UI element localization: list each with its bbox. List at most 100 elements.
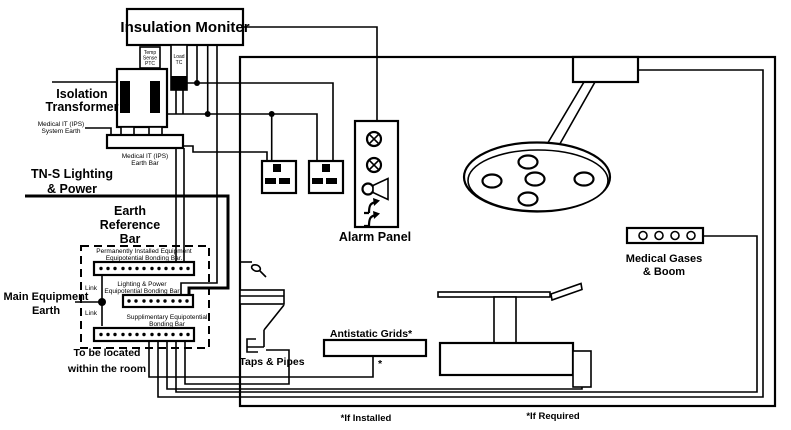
lamp-bulb <box>481 173 503 189</box>
table-side-unit <box>572 350 592 388</box>
socket2-earth-pin <box>322 164 330 172</box>
link-label-bottom: Link <box>85 310 98 317</box>
lp-bar-label-2: Equipotential Bonding Bar <box>104 288 180 295</box>
earth-ref-label-1: Earth <box>114 204 146 218</box>
temp-sense-label-1: Temp <box>144 50 156 56</box>
tap-head <box>250 263 262 273</box>
socket2-pin-right <box>326 178 337 184</box>
switch-icon-arrow <box>373 211 380 219</box>
socket1-earth-pin <box>273 164 281 172</box>
operating-lamp <box>462 141 612 213</box>
system-earth-label-2: System Earth <box>41 128 80 135</box>
alarm-panel-label: Alarm Panel <box>339 230 411 244</box>
load-tc-label-1: Load <box>173 54 184 60</box>
junction-dot-main-earth <box>98 298 106 306</box>
tns-label-2: & Power <box>47 182 97 196</box>
sink-and-pipes <box>239 263 285 353</box>
wire-socket-bus <box>167 113 318 178</box>
medical-gases-label-1: Medical Gases <box>626 253 702 265</box>
lamp-icon-cross <box>368 159 380 171</box>
sink-basin <box>239 289 285 305</box>
wire-bond-grid <box>148 340 374 378</box>
located-label-1: To be located <box>74 347 141 359</box>
switch-icon-arrow <box>373 198 380 206</box>
it-earth-bar-label-1: Medical IT (IPS) <box>122 153 168 160</box>
earth-ref-label-2: Reference <box>100 218 160 232</box>
temp-sense-label-2: Sense <box>143 56 157 62</box>
junction-dot <box>204 111 211 117</box>
wire-bond-ceiling <box>157 69 764 398</box>
medical-gases-label-2: & Boom <box>643 266 685 278</box>
operating-table <box>437 282 592 388</box>
alarm-panel-box <box>353 119 400 229</box>
lp-bar-label-1: Lighting & Power <box>117 281 167 288</box>
lamp-bulb <box>573 171 595 187</box>
load-tc-label-2: TC <box>176 60 183 66</box>
room-boundary <box>238 55 777 408</box>
antistatic-label: Antistatic Grids* <box>330 328 413 340</box>
earth-ref-label-3: Bar <box>120 232 141 246</box>
temp-sense-label-3: PTC <box>145 61 155 67</box>
isolation-transformer-label-1: Isolation <box>56 87 107 101</box>
gas-outlet <box>638 230 648 241</box>
table-headrest <box>550 282 583 302</box>
junction-dot <box>194 80 200 86</box>
lamp-icon-cross <box>368 133 380 145</box>
lamp-bulb <box>517 154 539 170</box>
junction-dots <box>98 80 275 306</box>
socket2-pin-left <box>312 178 323 184</box>
socket-outlet-2 <box>307 159 345 195</box>
gas-outlet <box>686 230 696 241</box>
antistatic-grid <box>322 338 428 358</box>
gas-outlet <box>654 230 664 241</box>
socket1-pin-left <box>265 178 276 184</box>
wire-bond-gases <box>175 235 758 393</box>
wire-loadtc-bus <box>172 82 334 174</box>
taps-pipes-label: Taps & Pipes <box>239 356 304 368</box>
drain-pipes <box>246 304 285 353</box>
wire-bond-pipes <box>184 340 290 385</box>
alarm-panel <box>353 119 400 229</box>
supp-bar-label-2: Bonding Bar <box>149 321 186 328</box>
lamp-ceiling-box <box>571 55 640 84</box>
lamp-bulb <box>524 171 546 187</box>
wire-monitor-3 <box>180 45 218 295</box>
socket1-pin-right <box>279 178 290 184</box>
gases-outlet-strip <box>625 226 705 245</box>
lamp-head-inner <box>467 149 609 212</box>
if-required-note: *If Required <box>526 411 580 422</box>
system-earth-label-1: Medical IT (IPS) <box>38 121 84 128</box>
medical-gases-boom <box>625 226 705 245</box>
socket-outlet-1 <box>260 159 298 195</box>
perm-bar-label-1: Permanently Installed Equipment <box>96 248 192 255</box>
it-earth-bar-label-2: Earth Bar <box>131 160 159 167</box>
isolation-transformer-label-2: Transformer <box>46 100 119 114</box>
main-earth-label-2: Earth <box>32 305 60 317</box>
buzzer-horn <box>372 177 389 201</box>
gas-outlet <box>670 230 680 241</box>
transformer-foot-left <box>120 126 135 136</box>
insulation-monitor-box <box>125 7 245 47</box>
earth-reference-dashed-box <box>80 245 210 349</box>
supp-bar-dots <box>99 332 190 337</box>
lamp-icon <box>365 156 383 174</box>
lamp-icon <box>365 130 383 148</box>
perm-bar-label-2: Equipotential Bonding Bar. <box>106 255 183 262</box>
main-earth-label-1: Main Equipment <box>4 291 89 303</box>
lamp-bulb <box>517 191 539 207</box>
supp-bar-label-1: Supplimentary Equipotential <box>127 314 208 321</box>
table-base <box>438 341 575 377</box>
medical-it-earth-bar <box>105 133 185 150</box>
insulation-monitor-label: Insulation Moniter <box>120 19 249 36</box>
junction-dot <box>268 111 275 117</box>
lamp-arm <box>545 81 596 150</box>
perm-bar-dots <box>99 266 190 271</box>
grid-asterisk: * <box>378 358 383 370</box>
tns-label-1: TN-S Lighting <box>31 167 113 181</box>
link-label-top: Link <box>85 285 98 292</box>
wire-earthbar-to-socket <box>183 145 268 178</box>
wire-monitor-to-alarm <box>243 26 378 121</box>
wire-system-earth <box>85 127 112 135</box>
